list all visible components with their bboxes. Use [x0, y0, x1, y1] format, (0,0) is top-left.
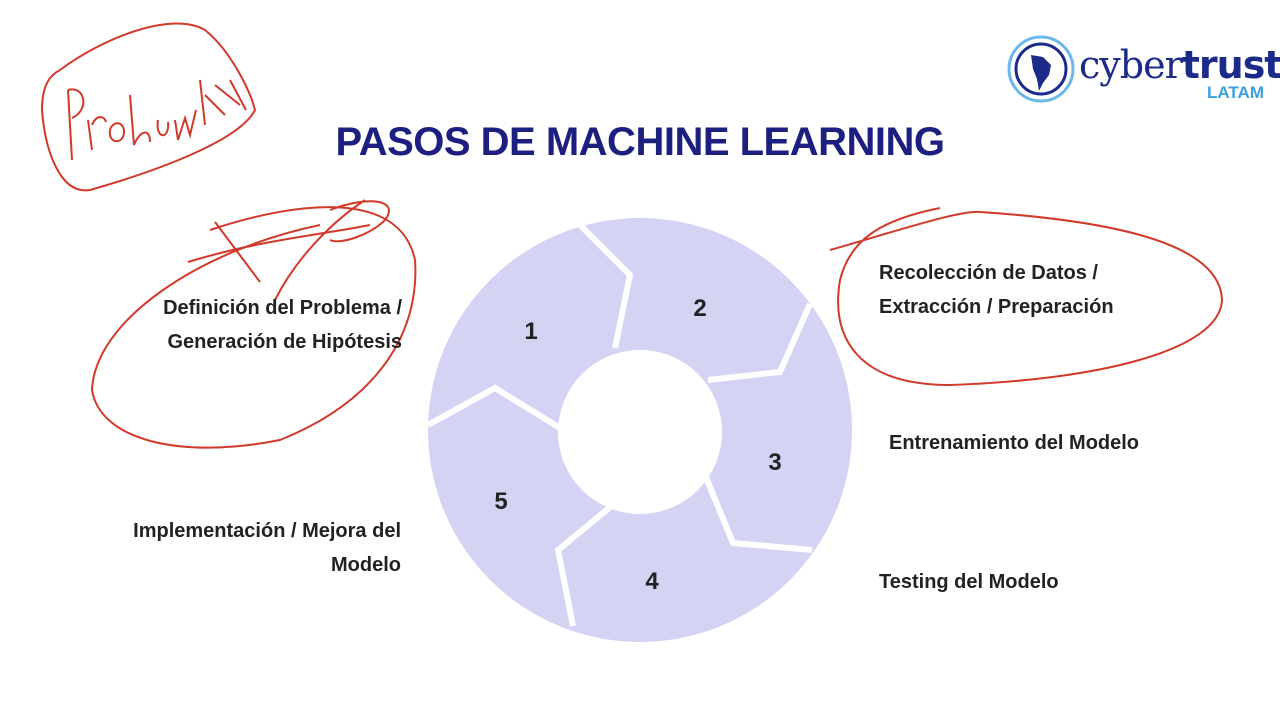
step-number-2: 2 — [693, 295, 706, 322]
step-number-4: 4 — [645, 568, 659, 595]
label-line: Extracción / Preparación — [879, 296, 1114, 318]
label-line: Testing del Modelo — [879, 571, 1059, 593]
circle-step-1 — [90, 206, 417, 449]
ring — [428, 218, 853, 642]
step-number-3: 3 — [768, 449, 781, 476]
step-number-5: 5 — [494, 488, 507, 515]
separator-5-1 — [426, 384, 562, 431]
label-line: Generación de Hipótesis — [167, 331, 402, 353]
cybertrust-logo: cybertrust LATAM — [1005, 33, 1280, 108]
step-label-3: Entrenamiento del Modelo — [889, 426, 1139, 460]
logo-brand: cybertrust — [1079, 43, 1280, 87]
globe-icon — [1007, 35, 1075, 103]
step-label-1: Definición del Problema / Generación de … — [100, 291, 402, 359]
handwriting-box — [40, 22, 257, 192]
separator-1-2 — [576, 221, 634, 349]
logo-region: LATAM — [1207, 83, 1264, 102]
label-line: Recolección de Datos / — [879, 262, 1098, 284]
separator-4-5 — [554, 500, 617, 627]
step-number-1: 1 — [524, 318, 537, 345]
circle-step-2 — [829, 207, 1224, 387]
step-label-4: Testing del Modelo — [879, 565, 1059, 599]
slide-title: PASOS DE MACHINE LEARNING — [335, 120, 945, 164]
label-line: Modelo — [331, 554, 401, 576]
step-label-5: Implementación / Mejora del Modelo — [80, 514, 401, 582]
arrow-step-1 — [187, 199, 390, 301]
handwriting-problema — [67, 79, 247, 161]
label-line: Implementación / Mejora del — [133, 520, 401, 542]
separator-3-4 — [702, 473, 813, 553]
label-line: Entrenamiento del Modelo — [889, 432, 1140, 454]
label-line: Definición del Problema / — [163, 297, 402, 319]
handwritten-annotations — [40, 22, 1224, 449]
separator-2-3 — [707, 302, 813, 383]
step-label-2: Recolección de Datos / Extracción / Prep… — [879, 256, 1114, 324]
